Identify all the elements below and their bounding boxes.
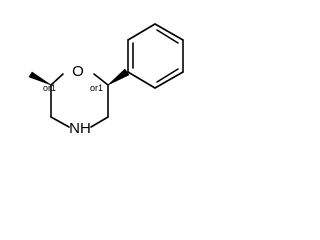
wedge-bond-methyl	[28, 71, 52, 86]
phenyl-bond-3	[154, 23, 184, 41]
bond-c3-n4	[50, 116, 70, 128]
phenyl-bond-5	[154, 71, 184, 89]
wedge-bond-phenyl	[107, 68, 130, 86]
nitrogen-atom-label: NH	[69, 120, 91, 137]
stereo-label-c2: or1	[43, 83, 56, 93]
phenyl-bond-6	[127, 71, 156, 89]
stereo-label-c6: or1	[90, 83, 103, 93]
bond-c6-o	[93, 73, 109, 86]
bond-n4-c5	[90, 116, 109, 128]
oxygen-atom-label: O	[72, 63, 84, 80]
morpholine-structure-diagram: O NH or1 or1	[28, 23, 184, 137]
phenyl-double-bond-b	[156, 29, 179, 44]
phenyl-double-bond-c	[156, 68, 179, 83]
bond-o-c2	[50, 73, 64, 86]
phenyl-bond-2	[127, 23, 156, 41]
